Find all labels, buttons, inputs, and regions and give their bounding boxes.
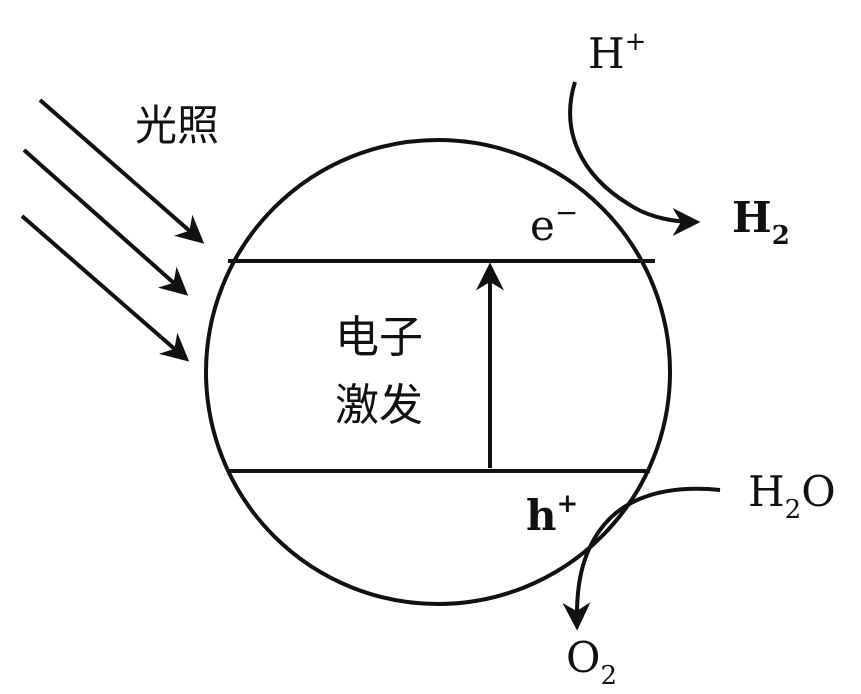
proton-label: H+ — [588, 27, 646, 78]
hydrogen-label: H2 — [732, 193, 790, 251]
hole-label: h+ — [526, 489, 578, 540]
light-rays — [20, 98, 205, 362]
particle-circle — [204, 138, 672, 606]
electron-label: e− — [530, 196, 578, 250]
light-ray-2 — [22, 148, 189, 296]
excitation-label-line1: 电子 — [335, 312, 423, 363]
excitation-label-line2: 激发 — [335, 380, 423, 431]
water-label: H2O — [748, 467, 836, 525]
light-label: 光照 — [135, 101, 219, 150]
light-ray-3 — [20, 214, 190, 362]
oxygen-label: O2 — [566, 633, 617, 691]
o2-evolution-arrow — [562, 486, 721, 631]
h2-evolution-arrow — [568, 81, 701, 236]
light-ray-1 — [38, 98, 205, 244]
